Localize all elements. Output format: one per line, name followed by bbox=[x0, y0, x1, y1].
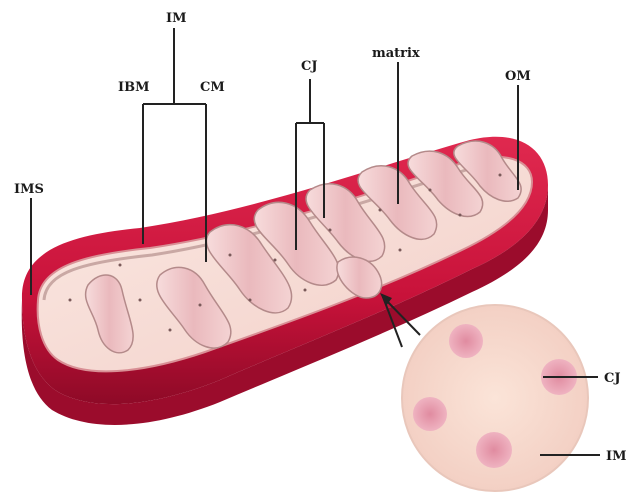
cj-spot-4 bbox=[476, 432, 512, 468]
inset-disc bbox=[402, 305, 588, 491]
label-im-inset: IM bbox=[606, 449, 626, 464]
label-om: OM bbox=[505, 69, 531, 84]
label-ibm: IBM bbox=[118, 80, 149, 95]
cj-spot-3 bbox=[413, 397, 447, 431]
label-cm: CM bbox=[200, 80, 225, 95]
label-im: IM bbox=[166, 11, 186, 26]
label-matrix: matrix bbox=[372, 46, 420, 61]
label-cj-inset: CJ bbox=[604, 371, 621, 386]
cj-spot-1 bbox=[449, 324, 483, 358]
label-cj-top: CJ bbox=[301, 59, 318, 74]
label-ims: IMS bbox=[14, 182, 44, 197]
